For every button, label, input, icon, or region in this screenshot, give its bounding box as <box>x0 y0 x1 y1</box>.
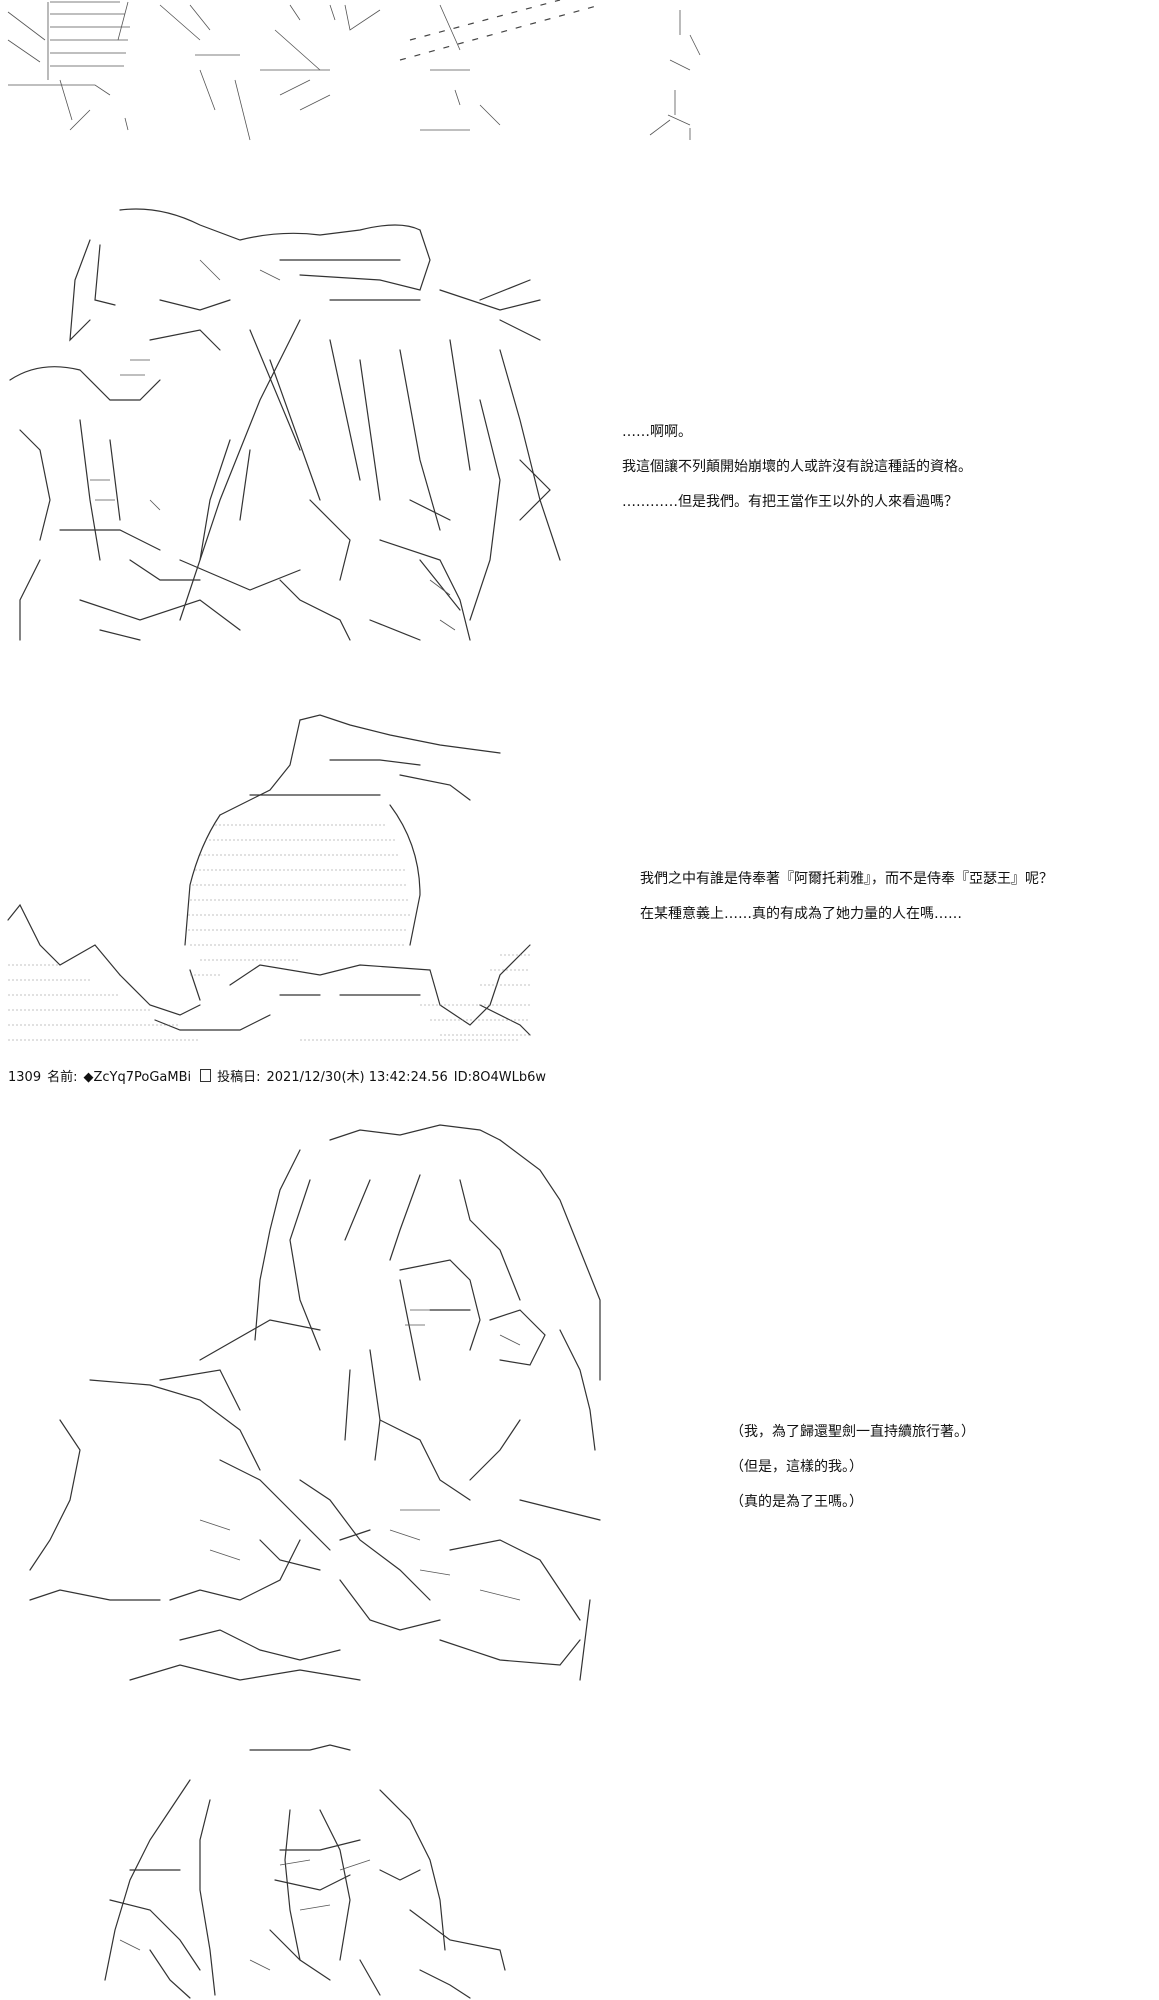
ascii-art-scene-1-drawing <box>7 0 701 141</box>
post-date-label: 投稿日: <box>217 1070 261 1085</box>
ascii-art-scene-3 <box>0 705 1159 1060</box>
post-number: 1309 <box>8 1070 42 1085</box>
dialogue-scene-4: （我，為了歸還聖劍一直持續旅行著。） （但是，這樣的我。） （真的是為了王嗎。） <box>730 1415 975 1520</box>
dialogue-line: ……啊啊。 <box>622 424 692 440</box>
dialogue-line: （我，為了歸還聖劍一直持續旅行著。） <box>730 1424 975 1440</box>
ascii-art-scene-4 <box>0 1120 1159 1690</box>
dialogue-line: 我這個讓不列顛開始崩壞的人或許沒有說這種話的資格。 <box>622 459 972 475</box>
dialogue-line: （真的是為了王嗎。） <box>730 1494 863 1510</box>
post-name-label: 名前: <box>47 1070 78 1085</box>
dialogue-line: …………但是我們。有把王當作王以外的人來看過嗎？ <box>622 494 958 510</box>
post-trip[interactable]: ◆ZcYq7PoGaMBi <box>83 1070 192 1085</box>
ascii-art-scene-2-drawing <box>9 208 561 641</box>
dialogue-scene-3: 我們之中有誰是侍奉著『阿爾托莉雅』，而不是侍奉『亞瑟王』呢？ 在某種意義上……真… <box>640 862 1053 932</box>
dialogue-line: 在某種意義上……真的有成為了她力量的人在嗎…… <box>640 906 962 922</box>
dialogue-scene-2: ……啊啊。 我這個讓不列顛開始崩壞的人或許沒有說這種話的資格。 …………但是我們… <box>622 415 972 520</box>
post-date: 2021/12/30(木) 13:42:24.56 <box>266 1070 448 1085</box>
ascii-art-scene-4-drawing <box>29 1124 601 1681</box>
dialogue-line: （但是，這樣的我。） <box>730 1459 863 1475</box>
ascii-art-scene-5-drawing <box>104 1744 506 1999</box>
dialogue-line: 我們之中有誰是侍奉著『阿爾托莉雅』，而不是侍奉『亞瑟王』呢？ <box>640 871 1053 887</box>
mail-icon <box>200 1069 212 1082</box>
post-header: 1309 名前: ◆ZcYq7PoGaMBi 投稿日: 2021/12/30(木) 13… <box>8 1066 552 1085</box>
ascii-art-scene-1 <box>0 0 1159 150</box>
ascii-art-scene-2 <box>0 200 1159 650</box>
post-id[interactable]: ID:8O4WLb6w <box>453 1070 547 1085</box>
ascii-art-scene-5 <box>0 1730 1159 2000</box>
ascii-art-scene-3-drawing <box>7 714 531 1041</box>
